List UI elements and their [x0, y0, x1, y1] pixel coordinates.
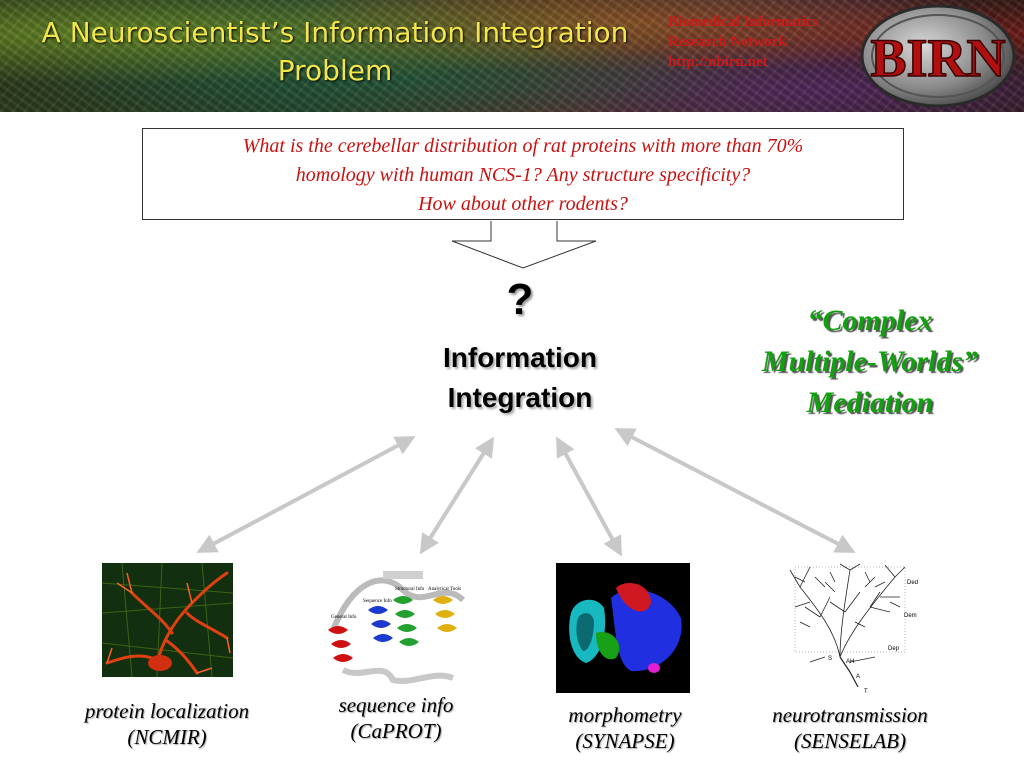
mediation-label: “Complex Multiple-Worlds” Mediation [730, 300, 1010, 423]
neuro-label-s: S [828, 656, 832, 662]
birn-logo-text: BIRN [870, 28, 1005, 88]
mediation-line-1: “Complex [807, 304, 933, 337]
caption-source: (SENSELAB) [794, 729, 906, 753]
information-integration-label: Information Integration [380, 338, 660, 418]
caption-source: (SYNAPSE) [575, 729, 675, 753]
caption-source: (CaPROT) [350, 719, 442, 743]
caption-sequence-info: sequence info (CaPROT) [296, 692, 496, 744]
question-box: What is the cerebellar distribution of r… [142, 128, 904, 220]
caption-protein-localization: protein localization (NCMIR) [52, 698, 282, 750]
question-line-1: What is the cerebellar distribution of r… [242, 135, 804, 157]
slide-title: A Neuroscientist’s Information Integrati… [40, 14, 630, 90]
integration-line-2: Integration [447, 382, 593, 413]
caption-name: morphometry [568, 703, 682, 727]
down-arrow [451, 221, 597, 269]
neuro-label-ah: AH [846, 659, 854, 665]
neuro-label-a: A [856, 674, 860, 680]
mediation-line-3: Mediation [806, 386, 934, 419]
question-line-3: How about other rodents? [418, 193, 628, 215]
integration-line-1: Information [443, 342, 597, 373]
seq-label-analytical: Analytical Tools [428, 587, 461, 592]
slide-title-text: A Neuroscientist’s Information Integrati… [41, 16, 629, 87]
neuro-label-dep: Dep [888, 646, 900, 652]
seq-label-sequence: Sequence Info [363, 599, 392, 604]
birn-line-1: Biomedical Informatics [668, 14, 819, 30]
caption-source: (NCMIR) [127, 725, 207, 749]
question-line-2: homology with human NCS-1? Any structure… [295, 164, 751, 186]
neurotransmission-image: Ded Dem Dep S AH A T [780, 562, 922, 696]
birn-url: http://nbirn.net [668, 54, 768, 70]
mediation-line-2: Multiple-Worlds” [761, 345, 979, 378]
question-mark: ? [506, 275, 534, 324]
arrow-morphometry [556, 436, 622, 557]
arrow-sequence [419, 436, 495, 555]
caption-name: neurotransmission [772, 703, 928, 727]
protein-localization-image [102, 563, 233, 677]
arrow-neurotransmission [614, 428, 856, 553]
sequence-info-image: General Info Sequence Info Structural In… [323, 560, 471, 690]
birn-logo: BIRN [860, 4, 1016, 108]
caption-name: protein localization [84, 699, 250, 723]
caption-morphometry: morphometry (SYNAPSE) [530, 702, 720, 754]
morphometry-image [556, 563, 690, 693]
neuro-label-t: T [864, 689, 868, 695]
banner-texture [0, 0, 1024, 112]
birn-line-2: Research Network [668, 34, 787, 50]
caption-neurotransmission: neurotransmission (SENSELAB) [730, 702, 970, 754]
arrow-protein [196, 436, 416, 553]
neuro-label-ded: Ded [907, 580, 918, 586]
seq-label-structural: Structural Info [395, 587, 425, 592]
seq-label-general: General Info [331, 615, 357, 620]
caption-name: sequence info [338, 693, 454, 717]
birn-caption: Biomedical Informatics Research Network … [668, 12, 818, 72]
neuro-label-dem: Dem [904, 613, 917, 619]
header-banner: A Neuroscientist’s Information Integrati… [0, 0, 1024, 112]
